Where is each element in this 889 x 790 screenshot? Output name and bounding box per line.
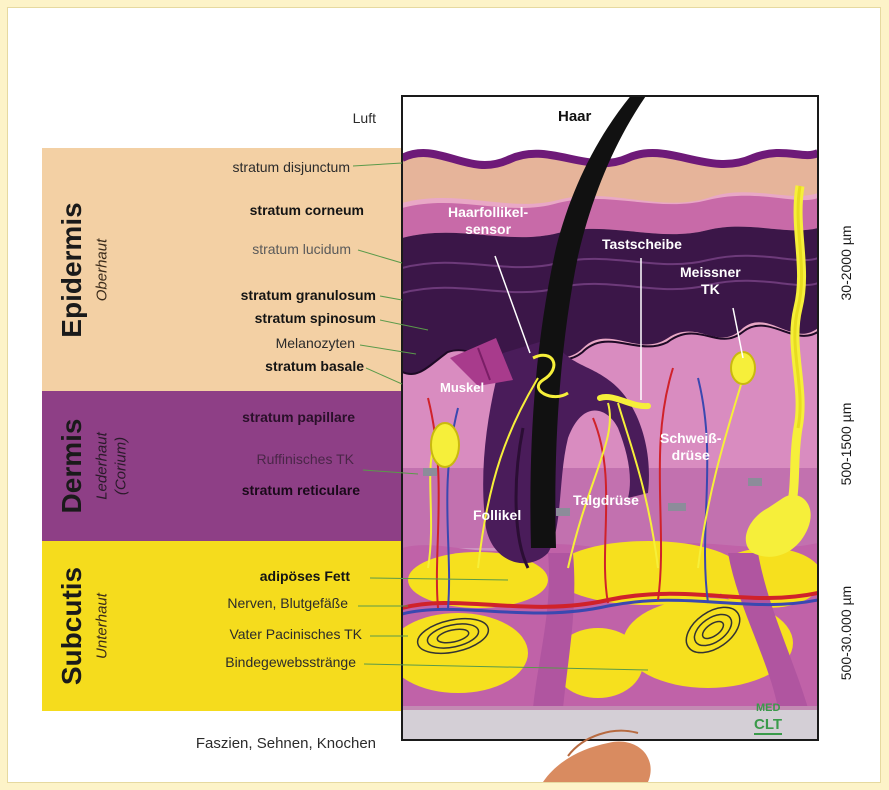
logo-med: MED — [756, 702, 780, 714]
label-stratum-corneum: stratum corneum — [250, 202, 364, 218]
label-nerven-blutgefaesse: Nerven, Blutgefäße — [227, 595, 348, 611]
label-stratum-reticulare: stratum reticulare — [242, 482, 360, 498]
label-follikel: Follikel — [473, 507, 521, 524]
hair-label: Haar — [558, 108, 591, 125]
label-tastscheibe: Tastscheibe — [602, 236, 682, 253]
label-melanozyten: Melanozyten — [276, 335, 355, 351]
label-schweiss-line1: Schweiß- — [660, 430, 721, 446]
label-meissner-line1: Meissner — [680, 264, 741, 280]
label-haarfollikel-line2: sensor — [465, 221, 511, 237]
scale-subcutis: 500-30.000 µm — [838, 586, 854, 680]
label-stratum-spinosum: stratum spinosum — [255, 310, 376, 326]
label-stratum-granulosum: stratum granulosum — [241, 287, 376, 303]
label-vater-pacinisches-tk: Vater Pacinisches TK — [229, 626, 362, 642]
label-meissner-tk: Meissner TK — [680, 264, 741, 298]
scale-epidermis: 30-2000 µm — [838, 226, 854, 301]
label-meissner-line2: TK — [701, 281, 720, 297]
air-label: Luft — [353, 110, 376, 126]
scale-dermis: 500-1500 µm — [838, 403, 854, 486]
label-faszien: Faszien, Sehnen, Knochen — [196, 735, 376, 752]
label-muskel: Muskel — [440, 379, 484, 396]
logo-clt: CLT — [754, 716, 782, 735]
label-stratum-lucidum: stratum lucidum — [252, 241, 351, 257]
label-haarfollikelsensor: Haarfollikel- sensor — [448, 204, 528, 238]
label-haarfollikel-line1: Haarfollikel- — [448, 204, 528, 220]
label-bindegewebsstraenge: Bindegewebsstränge — [225, 654, 356, 670]
label-adipoeses-fett: adipöses Fett — [260, 568, 350, 584]
label-schweiss-line2: drüse — [672, 447, 710, 463]
label-ruffinisches-tk: Ruffinisches TK — [256, 451, 354, 467]
label-schweissdruese: Schweiß- drüse — [660, 430, 721, 464]
label-stratum-basale: stratum basale — [265, 358, 364, 374]
label-stratum-papillare: stratum papillare — [242, 409, 355, 425]
label-stratum-disjunctum: stratum disjunctum — [233, 159, 350, 175]
label-talgdruese: Talgdrüse — [573, 492, 639, 509]
skin-diagram: Epidermis Oberhaut Dermis Lederhaut (Cor… — [8, 8, 880, 782]
